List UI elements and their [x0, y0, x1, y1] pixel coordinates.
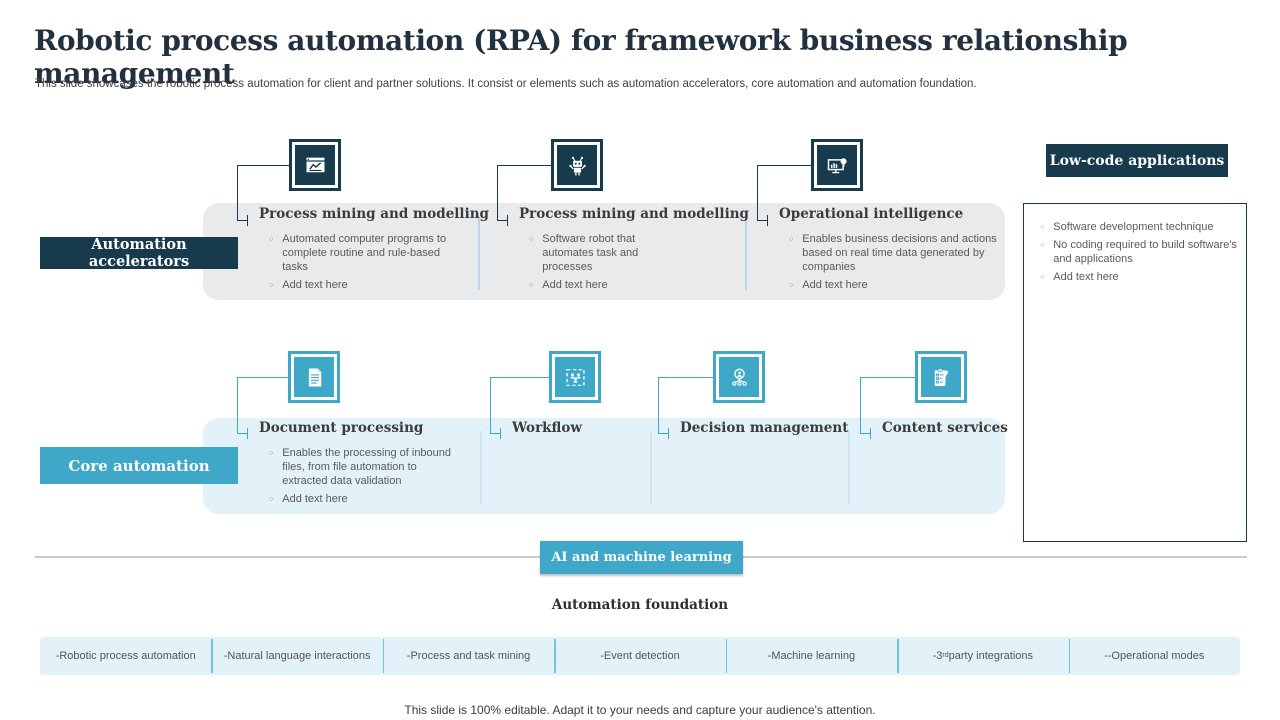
foundation-item: -Event detection	[554, 637, 725, 675]
slide-subtitle: This slide showcases the robotic process…	[35, 78, 977, 90]
core-column: Workflow	[496, 420, 646, 447]
bullet-text: Add text here	[542, 278, 608, 291]
connector-line	[860, 377, 915, 439]
core-automation-label: Core automation	[40, 447, 238, 484]
bullet-list: Enables business decisions and actions b…	[763, 233, 1005, 293]
foundation-item: --Operational modes	[1068, 637, 1240, 675]
column-divider	[745, 216, 747, 290]
low-code-box: Software development technique No coding…	[1023, 203, 1247, 542]
bullet-list: Automated computer programs to complete …	[243, 233, 457, 293]
icon-box-process-mining-1	[289, 139, 341, 191]
bullet-item: Software robot that automates task and p…	[529, 233, 653, 275]
bullet-text: Automated computer programs to complete …	[282, 233, 447, 273]
bullet-text: Enables business decisions and actions b…	[802, 233, 997, 273]
ai-ml-button: AI and machine learning	[540, 541, 743, 574]
column-title: Operational intelligence	[779, 206, 964, 222]
icon-frame	[557, 145, 597, 185]
column-title: Workflow	[512, 420, 582, 436]
column-divider	[480, 431, 482, 504]
bullet-item: Enables business decisions and actions b…	[789, 233, 1005, 275]
foundation-item: -Robotic process automation	[55, 650, 196, 662]
automation-foundation-heading: Automation foundation	[551, 597, 729, 613]
bullet-list: Software robot that automates task and p…	[503, 233, 653, 293]
core-column: Content services	[866, 420, 1016, 447]
foundation-strip: -Robotic process automation -Natural lan…	[40, 637, 1240, 675]
bullet-item: Add text here	[269, 493, 457, 507]
column-divider	[848, 431, 850, 504]
connector-line	[237, 377, 288, 439]
bullet-text: Add text here	[1053, 270, 1119, 283]
bullet-text: Software robot that automates task and p…	[542, 233, 639, 273]
bullet-item: Add text here	[269, 279, 457, 293]
robot-icon	[568, 156, 586, 175]
decision-management-icon	[731, 368, 747, 386]
bullet-item: Add text here	[529, 279, 653, 293]
icon-box-workflow	[549, 351, 601, 403]
connector-line	[497, 165, 551, 226]
bullet-list: Software development technique No coding…	[1032, 221, 1244, 285]
icon-box-document-processing	[288, 351, 340, 403]
column-divider	[478, 216, 480, 290]
icon-box-decision-management	[713, 351, 765, 403]
icon-box-process-mining-2	[551, 139, 603, 191]
connector-line	[658, 377, 713, 439]
page-title: Robotic process automation (RPA) for fra…	[34, 24, 1128, 90]
bullet-text: Add text here	[802, 278, 868, 291]
bullet-item: Add text here	[789, 279, 1005, 293]
icon-box-content-services	[915, 351, 967, 403]
core-column: Document processing Enables the processi…	[243, 420, 457, 511]
bullet-text: Enables the processing of inbound files,…	[282, 447, 452, 487]
icon-frame	[817, 145, 857, 185]
core-column: Decision management	[664, 420, 849, 447]
bullet-item: Enables the processing of inbound files,…	[269, 447, 457, 489]
icon-frame	[294, 357, 334, 397]
foundation-item: -Process and task mining	[382, 637, 554, 675]
bullet-text: No coding required to build software's a…	[1053, 239, 1237, 265]
column-divider	[650, 431, 652, 504]
document-icon	[308, 368, 321, 386]
foundation-item-text: -3	[932, 650, 943, 662]
connector-line	[757, 165, 811, 226]
slide-footer: This slide is 100% editable. Adapt it to…	[404, 703, 876, 717]
column-title: Content services	[882, 420, 1008, 436]
bullet-item: Software development technique	[1040, 221, 1244, 235]
column-title: Document processing	[259, 420, 424, 436]
foundation-item: -Natural language interactions	[211, 637, 382, 675]
bullet-item: Add text here	[1040, 271, 1244, 285]
bullet-text: Add text here	[282, 278, 348, 291]
connector-line	[237, 165, 289, 226]
low-code-label: Low-code applications	[1046, 144, 1228, 177]
bullet-text: Software development technique	[1053, 221, 1214, 233]
bullet-item: Automated computer programs to complete …	[269, 233, 457, 275]
icon-frame	[921, 357, 961, 397]
content-services-icon	[934, 367, 949, 386]
bullet-text: Add text here	[282, 492, 348, 505]
column-title: Decision management	[680, 420, 849, 436]
icon-frame	[295, 145, 335, 185]
accelerator-column: Process mining and modelling Software ro…	[503, 206, 749, 297]
accelerator-column: Process mining and modelling Automated c…	[243, 206, 489, 297]
icon-frame	[555, 357, 595, 397]
foundation-item-text: party integrations	[948, 650, 1034, 662]
bullet-item: No coding required to build software's a…	[1040, 239, 1244, 267]
chart-window-icon	[306, 157, 324, 172]
connector-line	[490, 377, 549, 439]
accelerator-column: Operational intelligence Enables busines…	[763, 206, 1005, 297]
foundation-item: -Machine learning	[725, 637, 897, 675]
icon-box-operational-intelligence	[811, 139, 863, 191]
column-title: Process mining and modelling	[259, 206, 489, 222]
workflow-team-icon	[565, 368, 585, 386]
accelerators-label: Automation accelerators	[40, 236, 238, 270]
monitor-bulb-icon	[827, 157, 847, 173]
column-title: Process mining and modelling	[519, 206, 749, 222]
icon-frame	[719, 357, 759, 397]
bullet-list: Enables the processing of inbound files,…	[243, 447, 457, 507]
